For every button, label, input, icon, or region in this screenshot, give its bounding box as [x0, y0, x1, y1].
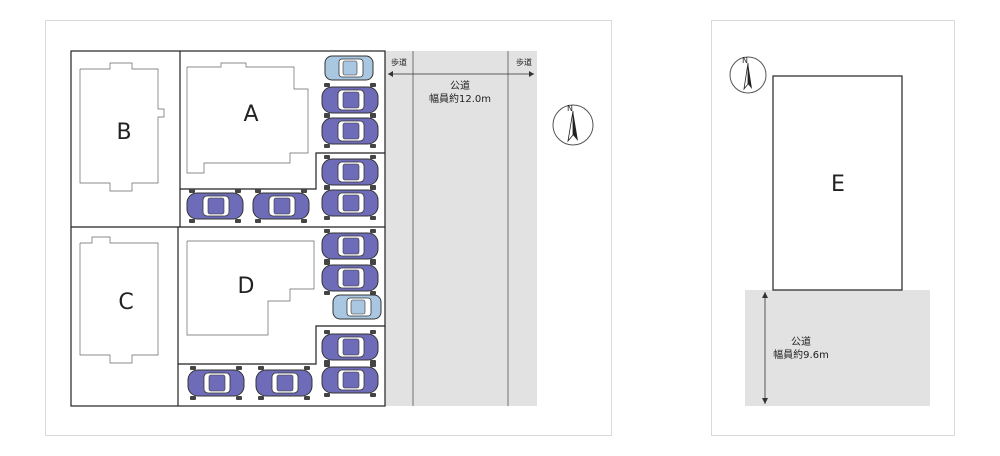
- lot-c-label: C: [118, 290, 133, 315]
- site-outline: [70, 50, 386, 407]
- right-site-plan-panel: E 公道 幅員約9.6m N: [711, 20, 955, 436]
- lot-b-label: B: [116, 120, 131, 145]
- north-compass-icon-e: [729, 56, 767, 94]
- road-e-label-line2: 幅員約9.6m: [773, 348, 829, 361]
- car-d-6: [255, 365, 313, 401]
- sidewalk-label-left: 歩道: [391, 57, 407, 67]
- left-site-plan-svg: B A C D 歩道 歩道 公道 幅員約12.0m N: [70, 50, 594, 407]
- lot-d-boundary: [177, 227, 385, 365]
- road-label-line2: 幅員約12.0m: [429, 92, 491, 105]
- sidewalk-label-right: 歩道: [516, 57, 532, 67]
- dimension-arrow-bottom: [762, 398, 768, 404]
- car-a-4: [321, 185, 379, 221]
- car-light-a: [324, 55, 374, 81]
- public-road: [385, 51, 537, 406]
- dimension-arrow-right: [529, 71, 534, 77]
- car-d-1: [321, 228, 379, 264]
- lot-a-boundary: [179, 51, 385, 190]
- car-d-3: [321, 329, 379, 365]
- lot-e-label: E: [831, 172, 845, 197]
- dimension-arrow-left: [388, 71, 393, 77]
- car-a-2: [321, 113, 379, 149]
- building-a-outline: [186, 62, 309, 174]
- car-d-2: [321, 260, 379, 296]
- car-light-d: [332, 294, 382, 320]
- road-label-line1: 公道: [450, 79, 470, 92]
- right-site-plan-svg: E 公道 幅員約9.6m N: [729, 56, 930, 406]
- public-road-e: [745, 290, 930, 406]
- building-d-outline: [186, 240, 315, 336]
- car-a-1: [321, 82, 379, 118]
- compass-e-n-label: N: [742, 56, 748, 65]
- car-d-4: [321, 362, 379, 398]
- left-site-plan-panel: B A C D 歩道 歩道 公道 幅員約12.0m N: [45, 20, 612, 436]
- car-a-6: [252, 188, 310, 224]
- lot-e-outline: [772, 75, 903, 291]
- building-c-outline: [79, 236, 159, 364]
- north-compass-icon: [552, 104, 594, 146]
- car-a-5: [186, 188, 244, 224]
- compass-n-label: N: [567, 104, 573, 113]
- road-e-label-line1: 公道: [791, 335, 811, 348]
- building-b-outline: [79, 62, 165, 192]
- car-d-5: [187, 365, 245, 401]
- lot-a-label: A: [243, 102, 258, 127]
- dimension-arrow-top: [762, 292, 768, 298]
- car-a-3: [321, 154, 379, 190]
- lot-d-label: D: [238, 274, 255, 299]
